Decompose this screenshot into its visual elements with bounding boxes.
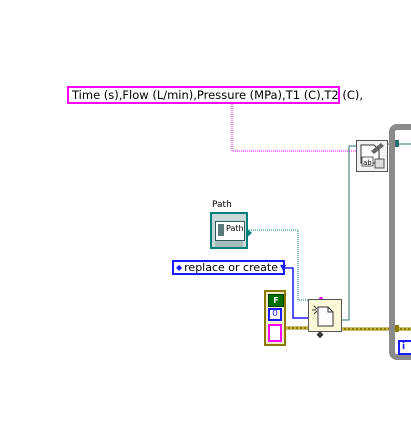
dropdown-arrow-icon[interactable]: ▼ <box>279 263 287 272</box>
path-label: Path <box>212 200 232 210</box>
error-code-numeric[interactable]: 0 <box>268 308 282 321</box>
path-control-bar <box>215 241 243 247</box>
svg-text:ab: ab <box>363 159 372 167</box>
header-string-text: Time (s),Flow (L/min),Pressure (MPa),T1 … <box>72 88 364 102</box>
write-text-file-icon: ab <box>360 143 385 169</box>
enum-wire[interactable] <box>285 267 308 319</box>
open-create-replace-file-node[interactable] <box>308 299 342 332</box>
path-control-terminal[interactable]: Path <box>210 212 252 249</box>
string-wire[interactable] <box>231 104 356 152</box>
open-file-icon <box>312 305 334 327</box>
operation-enum-constant[interactable]: ◆ replace or create ▼ <box>172 260 287 275</box>
loop-iteration-terminal[interactable]: i <box>398 340 411 355</box>
increment-decrement-icon[interactable]: ◆ <box>176 263 183 272</box>
header-string-constant[interactable]: Time (s),Flow (L/min),Pressure (MPa),T1 … <box>67 86 363 104</box>
loop-tunnel-error <box>392 325 399 332</box>
operation-enum-value: replace or create <box>184 261 278 274</box>
path-wire[interactable] <box>249 229 309 301</box>
write-text-file-node[interactable]: ab <box>356 140 388 172</box>
while-loop-structure[interactable] <box>389 124 411 360</box>
open-file-bottom-terminal <box>316 331 324 339</box>
error-cluster-constant[interactable]: F 0 <box>264 290 286 346</box>
error-source-string[interactable] <box>268 324 282 342</box>
loop-tunnel-refnum <box>392 140 399 147</box>
path-control-display: Path <box>215 221 245 241</box>
refnum-wire-to-write[interactable] <box>342 145 356 321</box>
path-icon-text: Path <box>226 224 244 233</box>
file-icon <box>218 224 224 236</box>
path-output-arrow-icon <box>246 228 252 238</box>
error-status-boolean[interactable]: F <box>268 294 284 307</box>
